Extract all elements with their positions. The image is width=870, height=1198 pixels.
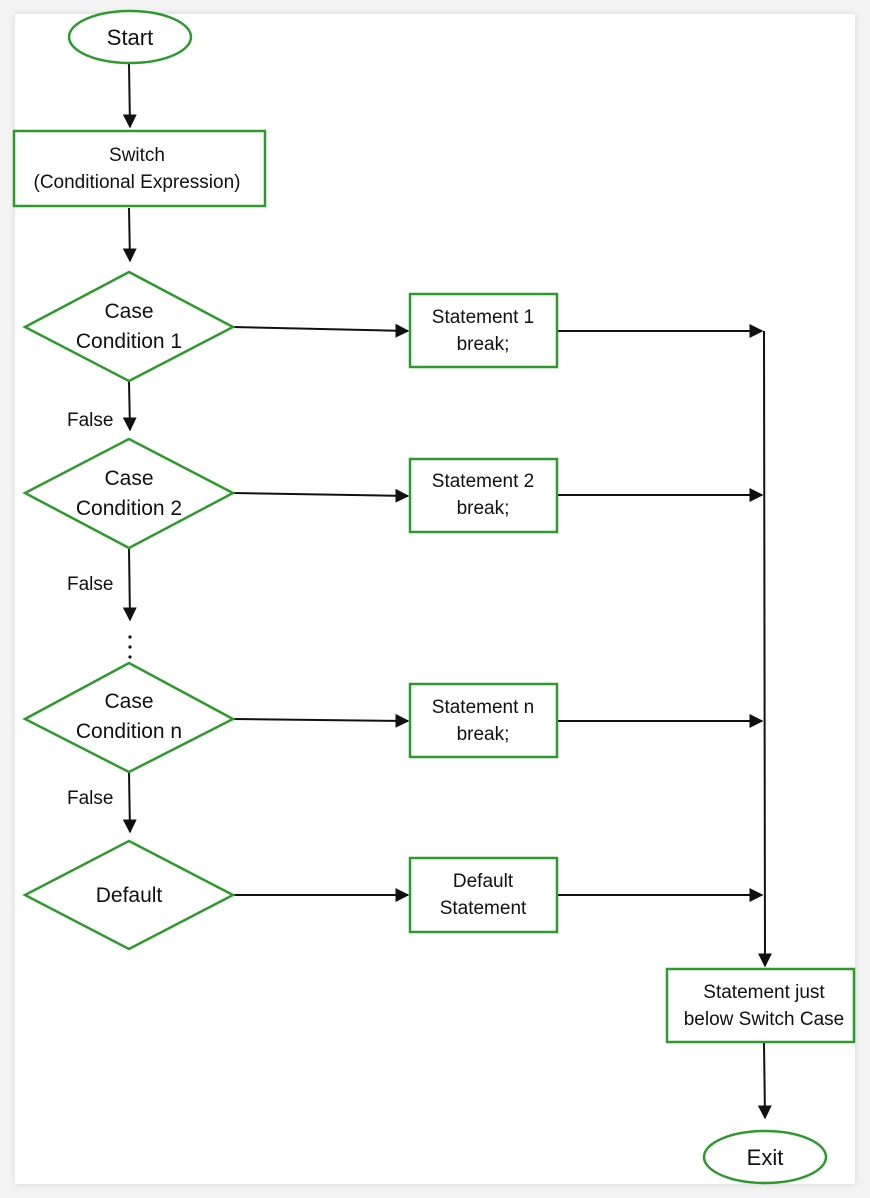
stmt1-label-line2: break; xyxy=(457,334,510,355)
exit-label: Exit xyxy=(747,1145,784,1170)
start-label: Start xyxy=(107,25,153,50)
edge-case2-dots xyxy=(122,547,137,622)
edge-start-switch xyxy=(122,63,137,129)
stmtn-label-line1: Statement n xyxy=(432,697,534,718)
exit-node: Exit xyxy=(702,1129,828,1185)
casen-label-line1: Case xyxy=(104,690,153,713)
edge-switch-case1 xyxy=(122,207,137,263)
false-label-3: False xyxy=(67,788,113,809)
edge-below-exit xyxy=(757,1042,772,1120)
stmtn-label-line2: break; xyxy=(457,724,510,745)
casen-label-line2: Condition n xyxy=(76,720,182,743)
edge-case2-stmt2 xyxy=(232,488,410,503)
case-condition-2-node: Case Condition 2 xyxy=(22,437,236,550)
edges xyxy=(122,63,772,1120)
edge-casen-default xyxy=(122,771,137,834)
case2-label-line2: Condition 2 xyxy=(76,497,182,520)
edge-casen-stmtn xyxy=(232,713,410,728)
default-node: Default xyxy=(22,839,236,951)
below-label-line2: below Switch Case xyxy=(684,1009,845,1030)
default-stmt-label-line2: Statement xyxy=(440,898,527,919)
case2-label-line1: Case xyxy=(104,467,153,490)
stmt1-label-line1: Statement 1 xyxy=(432,307,534,328)
default-stmt-label-line1: Default xyxy=(453,871,514,892)
statement-n-node: Statement n break; xyxy=(408,682,559,759)
false-label-1: False xyxy=(67,410,113,431)
stmt2-label-line1: Statement 2 xyxy=(432,471,534,492)
default-label: Default xyxy=(96,884,163,907)
case1-label-line2: Condition 1 xyxy=(76,330,182,353)
switch-label-line2: (Conditional Expression) xyxy=(34,172,241,193)
false-label-2: False xyxy=(67,574,113,595)
default-statement-node: Default Statement xyxy=(408,856,559,934)
stmt2-label-line2: break; xyxy=(457,498,510,519)
case1-label-line1: Case xyxy=(104,300,153,323)
case-condition-n-node: Case Condition n xyxy=(22,661,236,774)
case-condition-1-node: Case Condition 1 xyxy=(22,270,236,383)
continuation-dots xyxy=(128,635,132,659)
start-node: Start xyxy=(67,9,193,65)
edge-case1-case2 xyxy=(122,380,137,432)
switch-label-line1: Switch xyxy=(109,145,165,166)
switch-node: Switch (Conditional Expression) xyxy=(12,129,267,208)
edge-case1-stmt1 xyxy=(232,323,410,338)
statement-below-switch-node: Statement just below Switch Case xyxy=(665,967,856,1044)
merge-line xyxy=(757,330,772,968)
below-label-line1: Statement just xyxy=(703,982,825,1003)
statement-2-node: Statement 2 break; xyxy=(408,457,559,534)
statement-1-node: Statement 1 break; xyxy=(408,292,559,369)
